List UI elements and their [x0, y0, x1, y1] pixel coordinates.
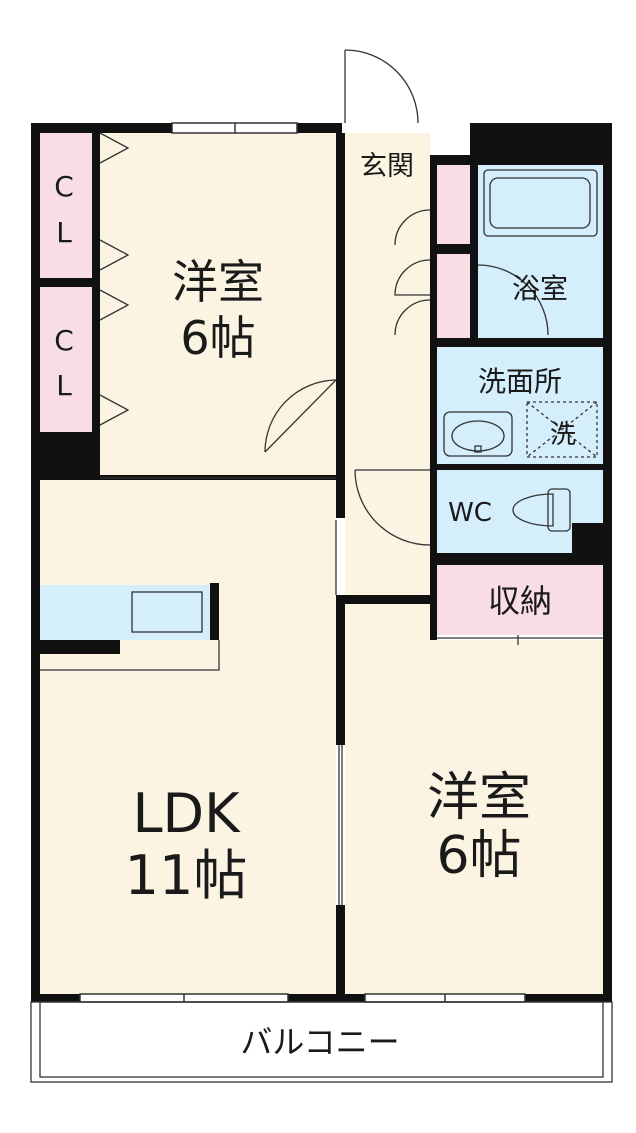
windows: [79, 122, 526, 1003]
closet-1-floor: [40, 133, 92, 278]
shoe-box-2: [437, 254, 470, 338]
ldk-size: 11帖: [125, 844, 248, 907]
western-room-bottom-floor: [345, 640, 603, 994]
shoe-box-1: [437, 162, 470, 244]
western-room-bottom-name: 洋室: [427, 768, 531, 828]
ldk-name: LDK: [132, 782, 241, 845]
floors: [40, 133, 603, 994]
closet-2-label-l: L: [56, 369, 72, 402]
toilet-floor-ext: [572, 470, 603, 523]
western-room-top-name: 洋室: [172, 255, 264, 309]
doors: [30, 49, 613, 1083]
closet-1-label-l: L: [56, 216, 72, 249]
western-room-top-size: 6帖: [180, 311, 255, 365]
western-room-bottom-size: 6帖: [436, 826, 521, 886]
closet-2-label-c: C: [54, 324, 74, 357]
washroom-name: 洗面所: [478, 365, 562, 398]
toilet-floor: [437, 470, 572, 553]
washroom-floor: [437, 347, 603, 464]
storage-floor: [437, 565, 603, 635]
kitchen-counter: [40, 585, 210, 640]
bath-floor: [478, 165, 603, 341]
ldk-floor: [40, 480, 336, 994]
labels: 洋室 6帖 C L C L 玄関 浴室 洗面所 洗 WC 収納 LDK 11帖 …: [54, 151, 576, 1061]
balcony-name: バルコニー: [240, 1023, 399, 1061]
storage-name: 収納: [488, 582, 552, 620]
entrance-name: 玄関: [360, 151, 414, 182]
bathroom-name: 浴室: [512, 272, 568, 305]
washer-label: 洗: [550, 420, 576, 450]
corridor-floor: [345, 133, 430, 640]
western-room-top-floor: [100, 133, 336, 475]
closet-1-label-c: C: [54, 170, 74, 203]
closet-2-floor: [40, 287, 92, 432]
toilet-name: WC: [448, 498, 492, 528]
